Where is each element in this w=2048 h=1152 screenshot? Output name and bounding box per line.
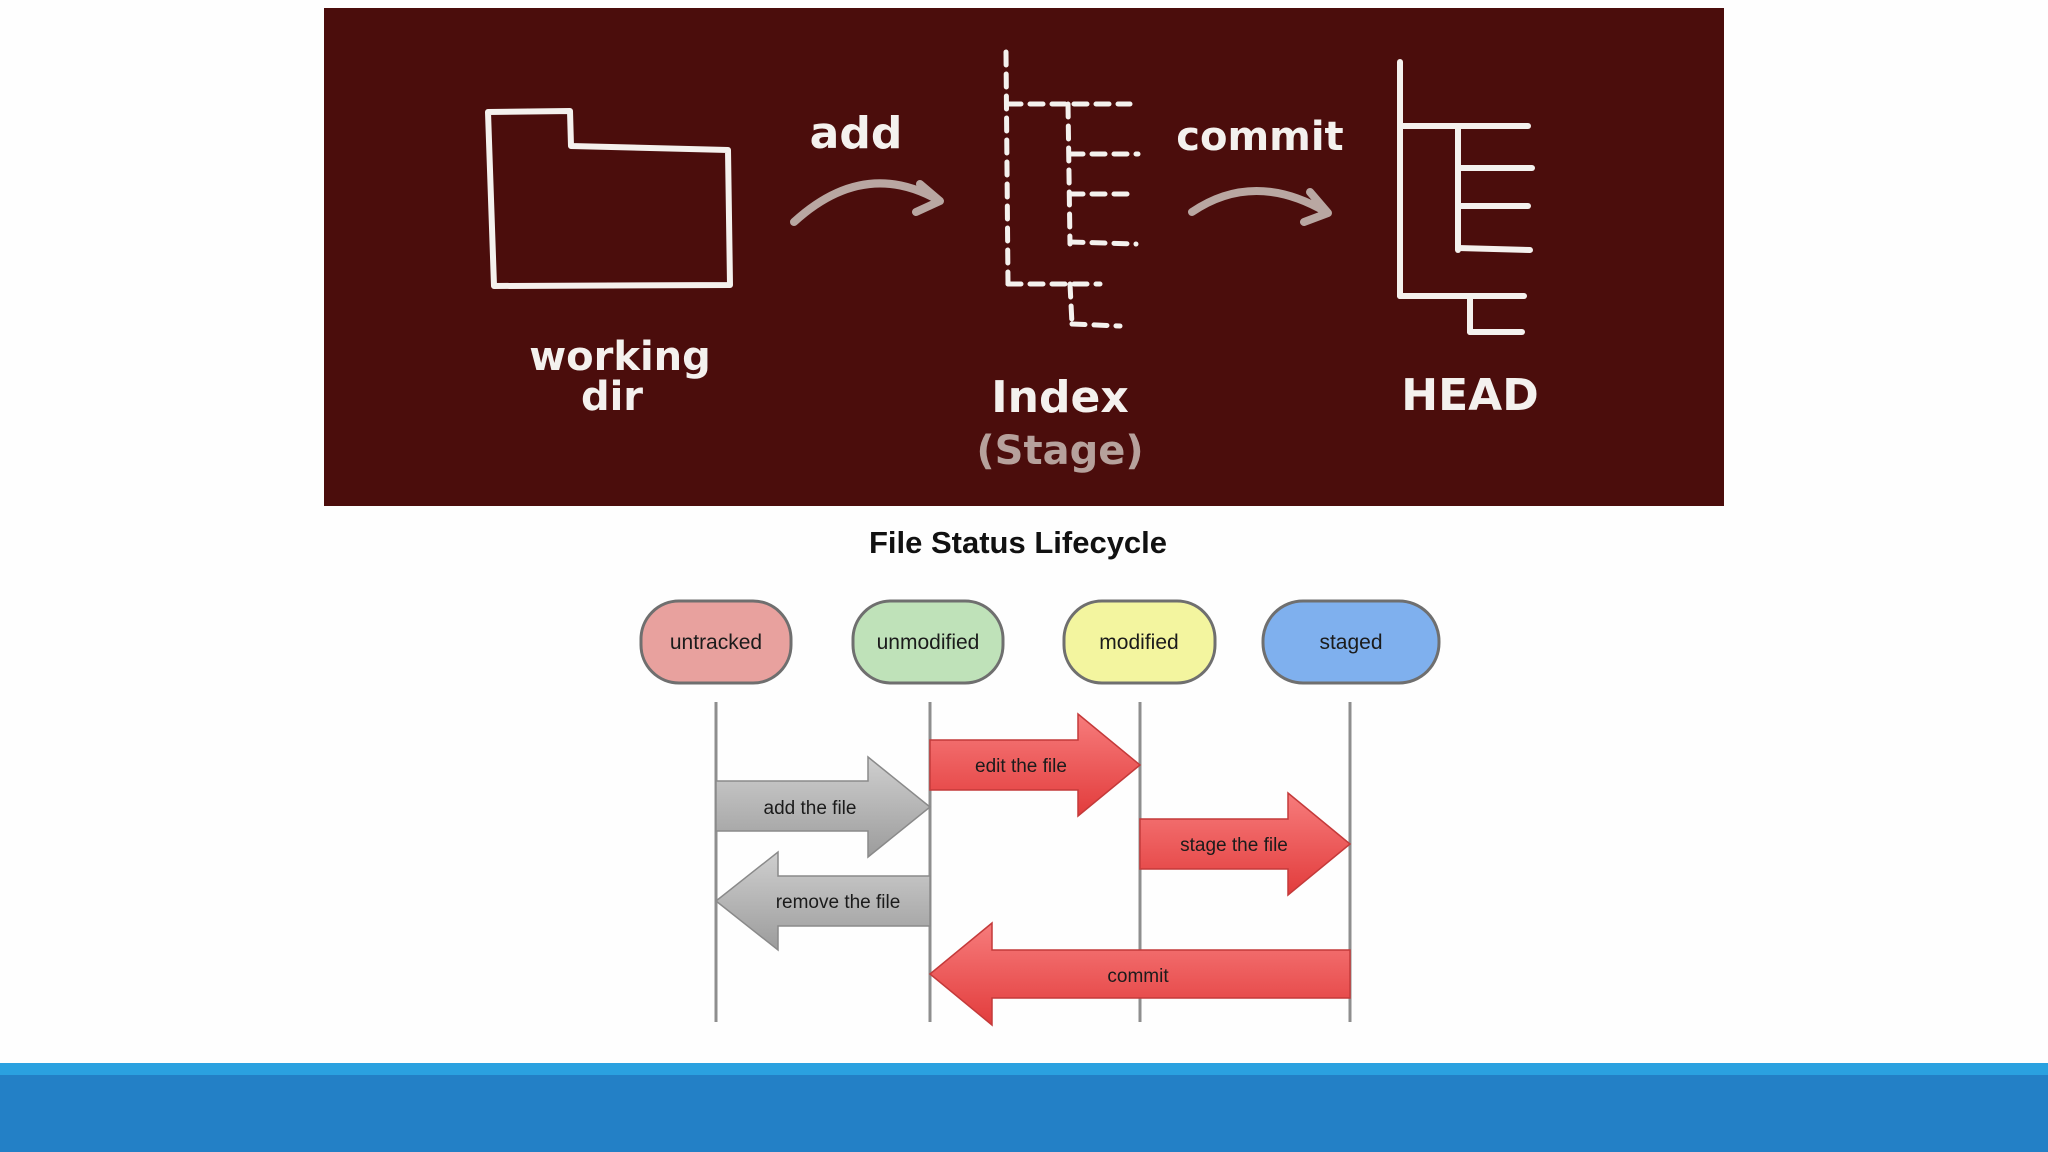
state-untracked-label: untracked — [670, 631, 762, 654]
state-modified-box — [1062, 599, 1217, 685]
transition-commit: commit — [928, 921, 1351, 1027]
working-dir-label-line1: working — [529, 334, 711, 380]
remove-the-file-label: remove the file — [776, 892, 901, 913]
edit-the-file-arrow — [929, 712, 1142, 818]
remove-the-file-arrow — [714, 850, 931, 952]
state-untracked-box — [639, 599, 793, 685]
state-staged: staged — [1261, 599, 1441, 685]
head-label: HEAD — [1401, 370, 1538, 421]
state-untracked: untracked — [639, 599, 793, 685]
add-the-file-arrow — [715, 755, 932, 859]
transition-add-the-file: add the file — [715, 755, 932, 859]
transition-remove-the-file: remove the file — [714, 850, 931, 952]
transition-edit-the-file: edit the file — [929, 712, 1142, 818]
commit-label: commit — [1176, 114, 1343, 160]
working-dir-label-line2: dir — [581, 374, 643, 420]
transition-stage-the-file: stage the file — [1139, 791, 1352, 897]
state-staged-label: staged — [1319, 631, 1382, 654]
index-label: Index — [991, 372, 1128, 423]
state-unmodified-label: unmodified — [877, 631, 980, 654]
stage-the-file-label: stage the file — [1180, 835, 1288, 856]
state-unmodified-box — [851, 599, 1005, 685]
edit-the-file-label: edit the file — [975, 756, 1067, 777]
folder-icon — [485, 108, 733, 289]
add-label: add — [810, 108, 903, 159]
state-modified-label: modified — [1099, 631, 1178, 654]
commit-arrow — [928, 921, 1351, 1027]
file-status-lifecycle-diagram: untracked unmodified modified staged add… — [639, 599, 1441, 1027]
stage-label: (Stage) — [976, 428, 1143, 474]
chalkboard-background — [324, 8, 1724, 506]
lifecycle-title: File Status Lifecycle — [868, 525, 1168, 560]
footer-bar — [0, 1075, 2048, 1152]
git-areas-illustration: working dir add Index (Stage) commit — [324, 8, 1724, 506]
accent-bar — [0, 1063, 2048, 1075]
head-tree-icon — [1397, 59, 1535, 335]
commit-arrow-icon — [1188, 187, 1332, 226]
state-unmodified: unmodified — [851, 599, 1005, 685]
chalkboard-canvas: working dir add Index (Stage) commit — [324, 8, 1724, 506]
commit-label-arrow: commit — [1107, 966, 1169, 987]
add-arrow-icon — [790, 179, 944, 226]
state-staged-box — [1261, 599, 1441, 685]
stage-the-file-arrow — [1139, 791, 1352, 897]
add-the-file-label: add the file — [764, 798, 857, 819]
state-modified: modified — [1062, 599, 1217, 685]
index-tree-icon — [1003, 49, 1141, 329]
